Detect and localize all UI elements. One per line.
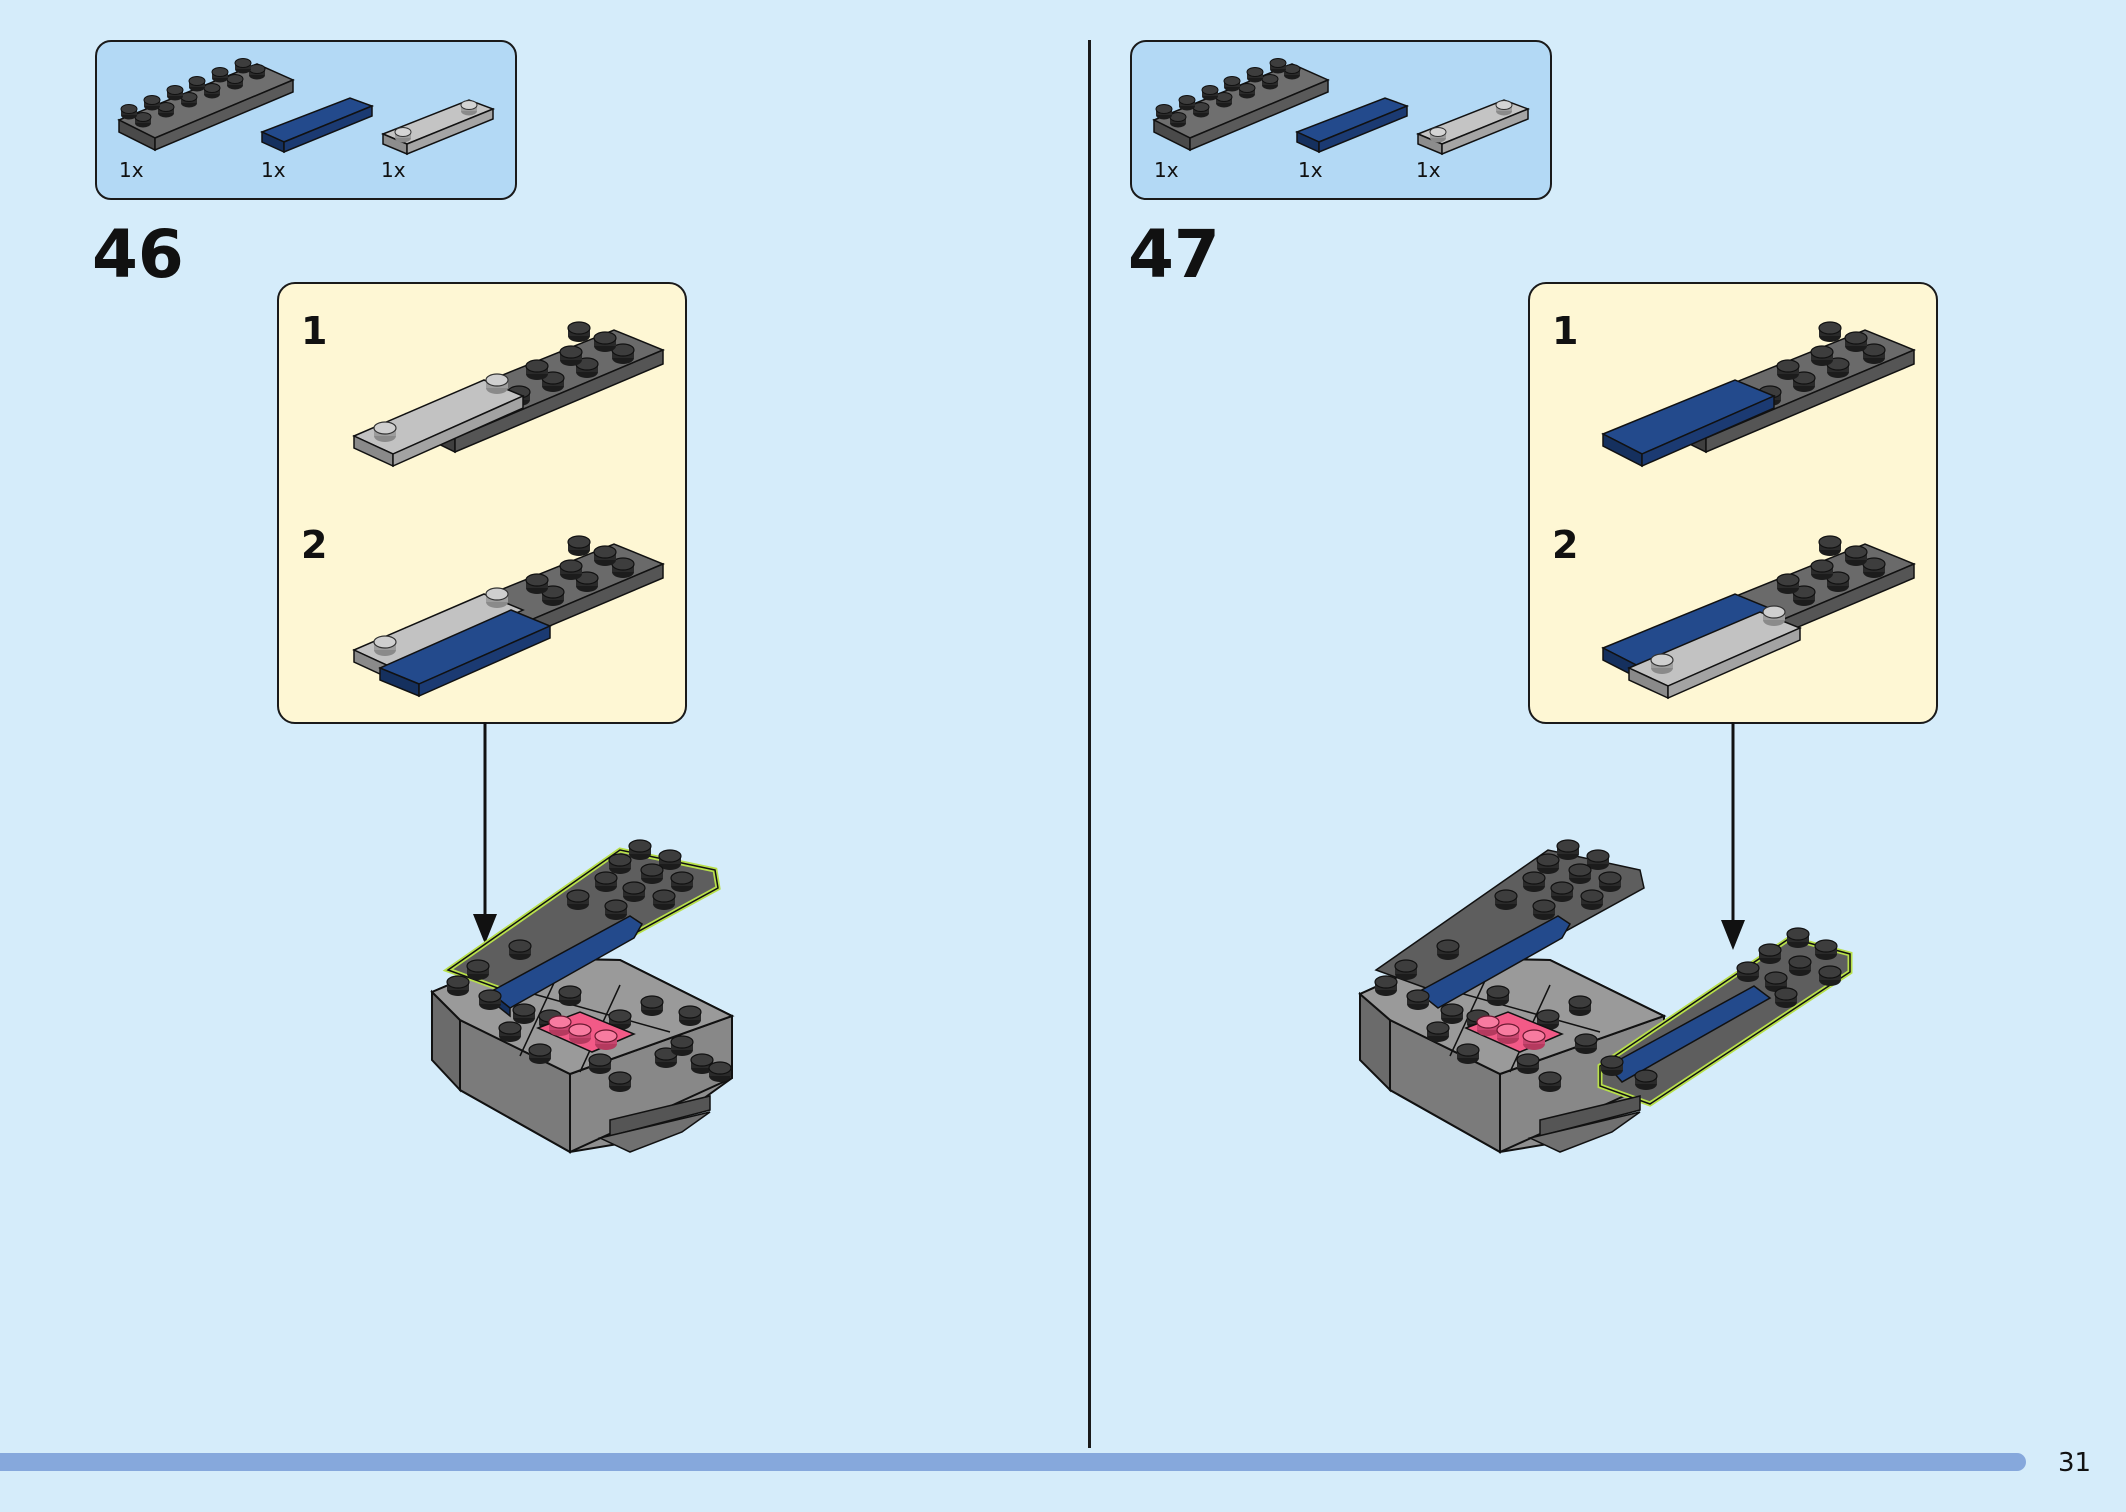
substep-number: 2	[1552, 523, 1579, 567]
substep-1-illustration	[1601, 321, 1916, 468]
substep-number: 1	[301, 309, 328, 353]
part-quantity: 1x	[381, 158, 406, 182]
substep-1-illustration	[352, 321, 665, 468]
part-quantity: 1x	[1298, 158, 1323, 182]
substep-panel-step-46: 1 2	[277, 282, 687, 724]
footer-progress-bar	[0, 1453, 2026, 1471]
parts-list-step-47: 1x 1x 1x	[1130, 40, 1552, 200]
assembled-model-step-46	[430, 839, 735, 1154]
part-quantity: 1x	[1154, 158, 1179, 182]
dark-grey-plate-2x6-icon	[117, 58, 295, 152]
part-quantity: 1x	[119, 158, 144, 182]
placement-arrow	[473, 722, 497, 944]
dark-blue-tile-1x4-icon	[260, 97, 375, 154]
assembled-model-step-47	[1358, 839, 1853, 1154]
placement-arrow	[1721, 722, 1745, 950]
step-number: 46	[92, 216, 184, 293]
dark-grey-plate-2x6-icon	[1152, 58, 1330, 152]
page-divider	[1088, 40, 1091, 1448]
part-quantity: 1x	[261, 158, 286, 182]
parts-list-step-46: 1x 1x 1x	[95, 40, 517, 200]
substep-2-illustration	[1601, 535, 1916, 700]
step-number: 47	[1128, 216, 1220, 293]
substep-panel-step-47: 1 2	[1528, 282, 1938, 724]
substep-number: 1	[1552, 309, 1579, 353]
light-grey-tile-1x4-with-2-studs-icon	[381, 99, 496, 156]
substep-2-illustration	[352, 535, 665, 698]
substep-number: 2	[301, 523, 328, 567]
page-number: 31	[2058, 1448, 2092, 1478]
dark-blue-tile-1x4-icon	[1295, 97, 1410, 154]
light-grey-tile-1x4-with-2-studs-icon	[1416, 99, 1531, 156]
part-quantity: 1x	[1416, 158, 1441, 182]
